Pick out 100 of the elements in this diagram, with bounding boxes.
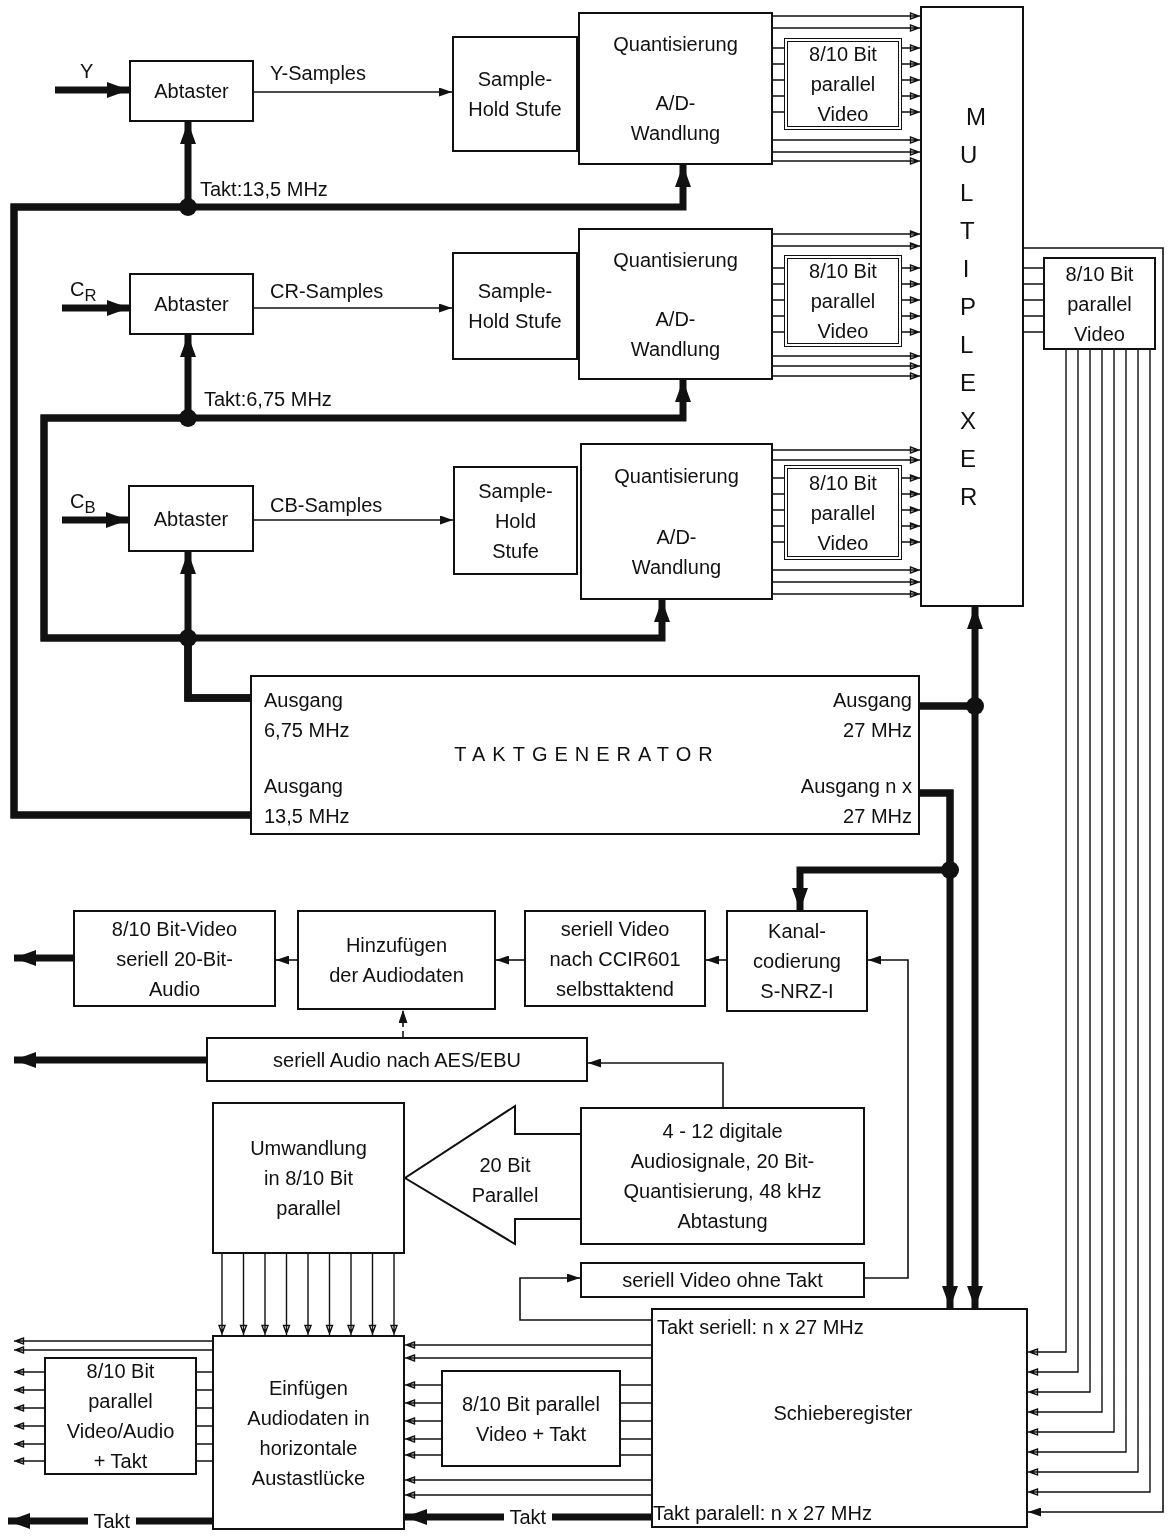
arrow	[864, 955, 909, 1279]
process-box	[212, 1102, 405, 1254]
arrow	[253, 303, 453, 313]
node-text: Takt seriell: n x 27 MHz	[657, 1315, 865, 1340]
edge-label: C$_{B}$	[70, 490, 96, 519]
parallel-bus-lines	[772, 477, 785, 543]
process-box	[44, 1357, 197, 1475]
parallel-bus-arrows	[772, 230, 921, 380]
node-text: Ausgang 6,75 MHz	[264, 688, 351, 743]
node-text: TAKTGENERATOR	[453, 742, 721, 767]
bus-label-box	[1043, 257, 1156, 350]
edge-label: Y	[80, 60, 94, 82]
process-box	[297, 910, 496, 1010]
parallel-bus-lines	[1023, 267, 1044, 333]
arrow	[519, 1273, 652, 1321]
process-box	[206, 1037, 588, 1082]
node-text: 8/10 Bit parallel Video	[808, 259, 878, 344]
parallel-bus-arrows	[1027, 349, 1151, 1496]
process-box	[580, 443, 773, 600]
node-text: Schieberegister	[772, 1401, 914, 1426]
edge-label: CB-Samples	[270, 494, 383, 516]
block-arrow	[403, 1104, 581, 1246]
node-text: Ausgang 27 MHz	[832, 688, 912, 743]
node-text: A/D-Wandlung	[630, 91, 721, 147]
multiplexer-block	[920, 6, 1024, 607]
process-box	[129, 60, 254, 122]
parallel-bus-lines	[772, 47, 785, 113]
parallel-bus-arrows	[772, 12, 921, 165]
bus-label-box	[784, 465, 902, 560]
edge-label: Y-Samples	[270, 62, 366, 84]
process-box	[578, 12, 773, 165]
edge-label: Takt:13,5 MHz	[200, 178, 328, 200]
node-text: A/D-Wandlung	[630, 306, 721, 362]
bus-label-box	[784, 255, 902, 347]
node-text: Sample-Hold Stufe	[468, 279, 562, 334]
node-text: Hinzufügen der Audiodaten	[329, 933, 464, 988]
process-box	[580, 1107, 865, 1245]
arrow	[705, 955, 727, 965]
process-box	[524, 910, 706, 1007]
node-text: 8/10 Bit parallel Video/Audio + Takt	[65, 1359, 176, 1474]
process-box	[441, 1370, 621, 1467]
clock-arrow	[792, 789, 954, 910]
node-text: Kanal-codierung S-NRZ-I	[752, 919, 842, 1004]
node-text: seriell Video ohne Takt	[622, 1268, 823, 1293]
parallel-bus-arrows	[901, 264, 921, 336]
process-box	[452, 36, 578, 152]
process-box	[453, 466, 578, 575]
process-box	[73, 910, 276, 1007]
node-text: Takt paralell: n x 27 MHz	[653, 1501, 873, 1526]
arrow	[253, 87, 453, 97]
node-text: seriell Audio nach AES/EBU	[273, 1047, 521, 1073]
process-box	[129, 273, 254, 335]
node-text: Quantisierung	[614, 463, 739, 489]
node-text: 8/10 Bit-Video seriell 20-Bit-Audio	[110, 916, 239, 1002]
process-box	[578, 228, 773, 380]
clock-arrow	[10, 165, 691, 819]
parallel-bus-lines	[772, 267, 785, 333]
process-box	[651, 1308, 1028, 1528]
vertical-label: MULTIPLEXER	[960, 101, 984, 512]
process-box	[452, 252, 578, 360]
arrow	[398, 1009, 408, 1038]
arrow	[275, 955, 298, 965]
node-text: 8/10 Bit parallel Video	[808, 42, 878, 127]
parallel-bus-lines	[196, 1371, 213, 1462]
node-text: 4 - 12 digitale Audiosignale, 20 Bit-Quantisierung, 48 kHz Abtastung	[622, 1119, 823, 1234]
node-text: Ausgang 13,5 MHz	[264, 774, 351, 829]
node-text: Sample-Hold Stufe	[477, 478, 554, 564]
node-text: Abtaster	[154, 292, 229, 317]
node-text: 8/10 Bit parallel Video + Takt	[461, 1391, 601, 1447]
parallel-bus-arrows	[13, 1337, 213, 1354]
process-box	[726, 910, 868, 1012]
bus-label-box	[784, 38, 902, 130]
node-text: Quantisierung	[613, 247, 738, 273]
node-text: Umwandlung in 8/10 Bit parallel	[250, 1136, 367, 1221]
parallel-bus-arrows	[901, 44, 921, 116]
parallel-bus-arrows	[404, 1381, 442, 1459]
node-text: Einfügen Audiodaten in horizontale Austastlücke	[246, 1375, 371, 1491]
process-box	[580, 1262, 865, 1298]
parallel-bus-arrows	[901, 474, 921, 546]
process-box	[212, 1335, 405, 1530]
parallel-bus-arrows	[404, 1341, 652, 1499]
parallel-bus-arrows	[13, 1368, 45, 1465]
arrow	[495, 955, 525, 965]
arrow	[1023, 247, 1164, 1517]
process-box	[250, 675, 920, 835]
arrow	[253, 515, 454, 525]
node-text: Abtaster	[154, 79, 229, 104]
parallel-bus-lines	[620, 1384, 652, 1456]
node-text: 8/10 Bit parallel Video	[1064, 261, 1135, 347]
edge-label: Takt:6,75 MHz	[204, 388, 332, 410]
clock-arrow	[920, 702, 983, 1308]
node-text: Sample-Hold Stufe	[468, 67, 562, 122]
node-text: 8/10 Bit parallel Video	[808, 470, 878, 556]
edge-label: 20 Bit Parallel	[470, 1153, 540, 1208]
process-box	[128, 485, 254, 552]
node-text: A/D-Wandlung	[631, 525, 722, 581]
node-text: Abtaster	[153, 506, 229, 532]
edge-label: CR-Samples	[270, 280, 384, 302]
parallel-bus-arrows	[772, 446, 921, 598]
node-text: seriell Video nach CCIR601 selbsttaktend	[548, 916, 682, 1002]
